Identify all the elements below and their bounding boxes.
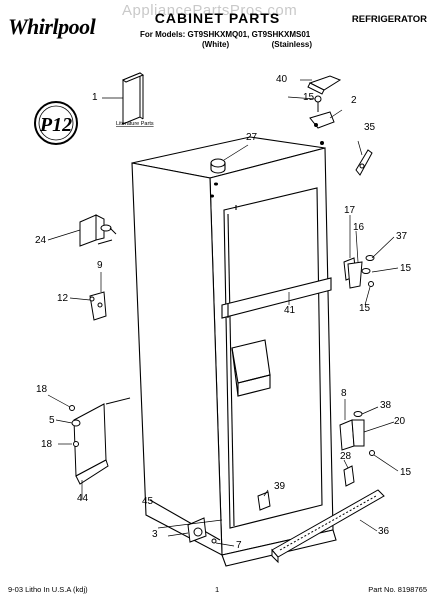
callout-5: 5 bbox=[49, 415, 55, 426]
variant-stainless: (Stainless) bbox=[271, 40, 313, 49]
part-24-bracket bbox=[79, 214, 117, 247]
callout-3: 3 bbox=[152, 529, 158, 540]
callout-45: 45 bbox=[142, 496, 154, 507]
callout-15-bottom: 15 bbox=[400, 467, 412, 478]
callout-8: 8 bbox=[341, 388, 347, 399]
cabinet-shell bbox=[131, 136, 337, 567]
part-39 bbox=[257, 491, 271, 511]
brand-logo: Whirlpool bbox=[8, 14, 96, 39]
callout-27: 27 bbox=[246, 132, 258, 143]
part-9-12 bbox=[89, 291, 107, 321]
callout-15-center-bottom: 15 bbox=[359, 303, 371, 314]
page-title: CABINET PARTS bbox=[154, 10, 281, 26]
callout-17: 17 bbox=[344, 205, 356, 216]
callout-44: 44 bbox=[77, 493, 89, 504]
callout-18-bottom: 18 bbox=[41, 439, 53, 450]
callout-12: 12 bbox=[57, 293, 69, 304]
top-hinge-part bbox=[307, 75, 342, 145]
literature-booklet-part: Literature Parts bbox=[116, 72, 154, 127]
watermark: AppliancePartsPros.com bbox=[122, 2, 298, 19]
part-35 bbox=[355, 149, 373, 176]
lower-right-hinge-part bbox=[339, 411, 375, 456]
p12-badge-text: P12 bbox=[39, 114, 72, 136]
callout-41: 41 bbox=[284, 305, 296, 316]
callout-7: 7 bbox=[236, 540, 242, 551]
callout-9: 9 bbox=[97, 260, 103, 271]
callout-2: 2 bbox=[351, 95, 357, 106]
footer-page-number: 1 bbox=[215, 585, 220, 594]
lower-left-hinge-part bbox=[69, 397, 131, 485]
callout-38: 38 bbox=[380, 400, 392, 411]
callout-40: 40 bbox=[276, 74, 288, 85]
footer-part-number: Part No. 8198765 bbox=[368, 585, 427, 594]
variant-white: (White) bbox=[202, 40, 230, 49]
callout-39: 39 bbox=[274, 481, 286, 492]
callout-15-center-right: 15 bbox=[400, 263, 412, 274]
part-28 bbox=[343, 465, 355, 487]
callout-35: 35 bbox=[364, 122, 376, 133]
footer-litho: 9-03 Litho In U.S.A (kdj) bbox=[8, 585, 88, 594]
callout-15-top: 15 bbox=[303, 92, 315, 103]
callout-18-top: 18 bbox=[36, 384, 48, 395]
callout-16: 16 bbox=[353, 222, 365, 233]
p12-badge: P12 bbox=[34, 101, 78, 145]
callout-36: 36 bbox=[378, 526, 390, 537]
toe-grille-part bbox=[271, 489, 385, 564]
callout-28: 28 bbox=[340, 451, 352, 462]
callout-24: 24 bbox=[35, 235, 47, 246]
models-line: For Models: GT9SHKXMQ01, GT9SHKXMS01 bbox=[140, 30, 311, 39]
callout-20: 20 bbox=[394, 416, 406, 427]
center-hinge-part bbox=[343, 255, 375, 289]
literature-label: Literature Parts bbox=[116, 121, 154, 127]
category-label: REFRIGERATOR bbox=[351, 14, 427, 25]
model-variants: (White) (Stainless) bbox=[202, 40, 312, 49]
leader-lines bbox=[47, 79, 399, 547]
callout-1: 1 bbox=[92, 92, 98, 103]
callout-37: 37 bbox=[396, 231, 408, 242]
